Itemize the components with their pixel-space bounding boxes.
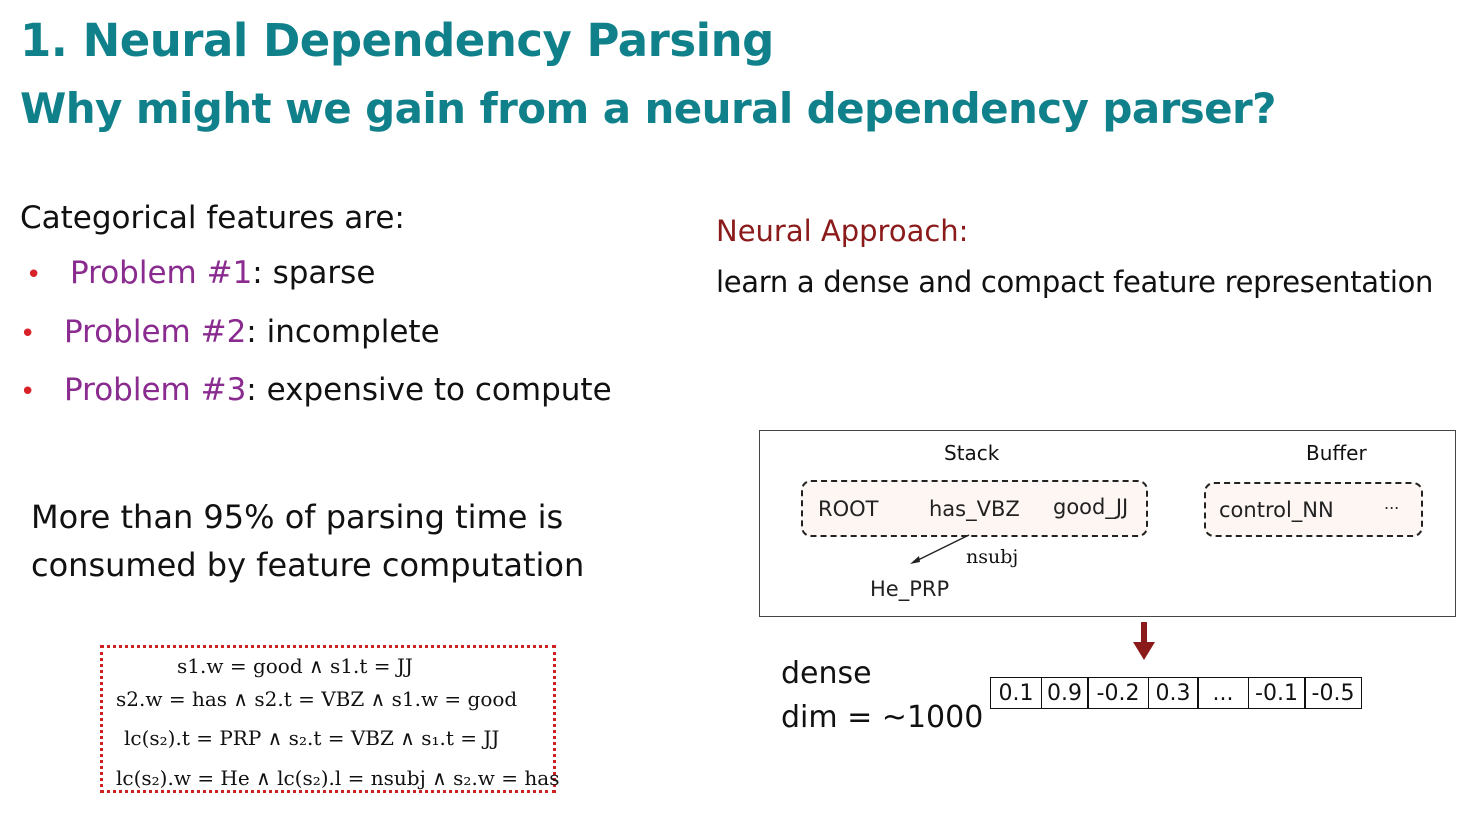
bullet-icon: • bbox=[20, 377, 36, 407]
vector-cell: -0.1 bbox=[1247, 677, 1306, 709]
arrow-down-icon bbox=[1133, 622, 1155, 660]
vector-cell: ... bbox=[1197, 677, 1249, 709]
categorical-heading: Categorical features are: bbox=[20, 200, 405, 236]
neural-approach-description: learn a dense and compact feature repres… bbox=[716, 265, 1434, 299]
problem-label: Problem #1 bbox=[70, 255, 253, 291]
problem-item-3: • Problem #3: expensive to compute bbox=[20, 372, 612, 408]
dense-line-1: dense bbox=[781, 656, 872, 691]
vector-cell: 0.3 bbox=[1147, 677, 1199, 709]
parsing-time-line-2: consumed by feature computation bbox=[31, 546, 585, 584]
feature-line-4: lc(s₂).w = He ∧ lc(s₂).l = nsubj ∧ s₂.w … bbox=[116, 766, 560, 790]
relation-label: nsubj bbox=[966, 546, 1019, 568]
bullet-icon: • bbox=[20, 319, 36, 349]
parsing-time-text: More than 95% of parsing time is consume… bbox=[31, 493, 584, 589]
dense-vector: 0.1 0.9 -0.2 0.3 ... -0.1 -0.5 bbox=[990, 677, 1362, 709]
feature-line-3: lc(s₂).t = PRP ∧ s₂.t = VBZ ∧ s₁.t = JJ bbox=[124, 726, 500, 750]
dependency-arc bbox=[910, 534, 970, 564]
vector-cell: 0.9 bbox=[1040, 677, 1089, 709]
neural-approach-label: Neural Approach: bbox=[716, 214, 969, 248]
problem-label: Problem #2 bbox=[64, 314, 247, 350]
buffer-label: Buffer bbox=[1306, 441, 1367, 465]
problem-text: : incomplete bbox=[246, 314, 440, 350]
stack-token: ROOT bbox=[818, 497, 879, 521]
problem-label: Problem #3 bbox=[64, 372, 247, 408]
feature-line-2: s2.w = has ∧ s2.t = VBZ ∧ s1.w = good bbox=[116, 687, 518, 711]
vector-cell: -0.2 bbox=[1087, 677, 1149, 709]
slide-subtitle: Why might we gain from a neural dependen… bbox=[20, 84, 1276, 133]
dependent-token: He_PRP bbox=[870, 577, 950, 601]
feature-templates-box: s1.w = good ∧ s1.t = JJ s2.w = has ∧ s2.… bbox=[100, 645, 560, 793]
problem-text: : sparse bbox=[252, 255, 376, 291]
parsing-time-line-1: More than 95% of parsing time is bbox=[31, 498, 564, 536]
problem-item-2: • Problem #2: incomplete bbox=[20, 314, 440, 350]
problem-item-1: • Problem #1: sparse bbox=[26, 255, 375, 291]
buffer-box: control_NN ... bbox=[1204, 482, 1423, 537]
stack-buffer-diagram: Stack Buffer ROOT has_VBZ good_JJ contro… bbox=[759, 430, 1456, 617]
vector-cell: 0.1 bbox=[990, 677, 1042, 709]
vector-cell: -0.5 bbox=[1304, 677, 1362, 709]
stack-box: ROOT has_VBZ good_JJ bbox=[801, 480, 1148, 537]
slide-title: 1. Neural Dependency Parsing bbox=[20, 14, 774, 67]
buffer-token: ... bbox=[1384, 494, 1400, 513]
feature-line-1: s1.w = good ∧ s1.t = JJ bbox=[177, 654, 413, 678]
dense-line-2: dim = ~1000 bbox=[781, 700, 984, 735]
dense-caption: dense dim = ~1000 bbox=[781, 652, 983, 740]
problem-text: : expensive to compute bbox=[246, 372, 612, 408]
stack-token: has_VBZ bbox=[929, 497, 1020, 521]
stack-label: Stack bbox=[944, 441, 1000, 465]
buffer-token: control_NN bbox=[1219, 498, 1334, 522]
stack-token: good_JJ bbox=[1053, 495, 1129, 519]
bullet-icon: • bbox=[26, 260, 42, 290]
